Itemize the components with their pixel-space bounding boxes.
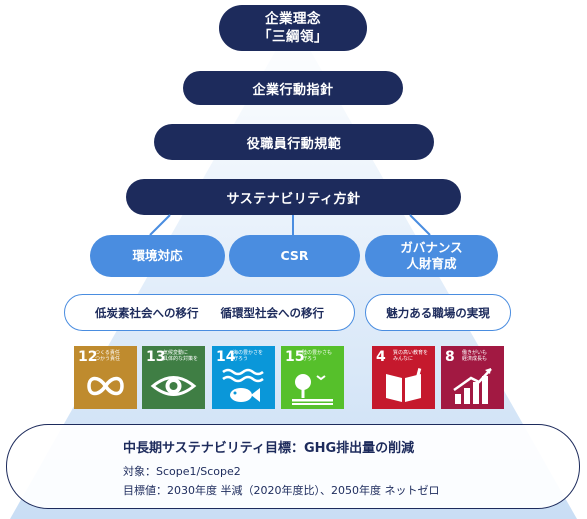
fish-icon [222,368,264,402]
theme-attractive-workplace: 魅力ある職場の実現 [365,294,511,331]
target-title: 中長期サステナビリティ目標：GHG排出量の削減 [123,441,415,456]
code-of-conduct-node: 役職員行動規範 [154,124,434,160]
pillar-environment: 環境対応 [90,235,225,277]
corporate-guidelines-node: 企業行動指針 [183,71,403,105]
environment-themes: 低炭素社会への移行 循環型社会への移行 [64,294,355,331]
infinity-icon [87,376,124,396]
pillar-governance-hr: ガバナンス 人財育成 [365,235,498,277]
book-icon [386,368,422,402]
tree-bird-icon [292,374,333,405]
sdg-15-tile: 15 陸の豊かさも 守ろう [281,346,344,409]
sdg-4-tile: 4 質の高い教育を みんなに [372,346,435,409]
sdg-12-tile: 12 つくる責任 つかう責任 [74,346,137,409]
sdg-8-tile: 8 働きがいも 経済成長も [441,346,504,409]
sdg-13-tile: 13 気候変動に 具体的な対策を [142,346,205,409]
eye-globe-icon [150,376,197,396]
mid-long-term-target-box: 中長期サステナビリティ目標：GHG排出量の削減 対象：Scope1/Scope2… [6,424,580,509]
sustainability-policy-node: サステナビリティ方針 [126,179,461,215]
growth-chart-icon [453,368,492,404]
theme-circular: 循環型社会への移行 [220,305,325,320]
target-value: 目標値：2030年度 半減（2020年度比）、2050年度 ネットゼロ [123,484,440,497]
pillar-csr: CSR [229,235,360,277]
theme-low-carbon: 低炭素社会への移行 [95,305,199,320]
corporate-philosophy-node: 企業理念 「三綱領」 [219,5,367,51]
target-scope: 対象：Scope1/Scope2 [123,465,241,478]
sdg-14-tile: 14 海の豊かさを 守ろう [212,346,275,409]
